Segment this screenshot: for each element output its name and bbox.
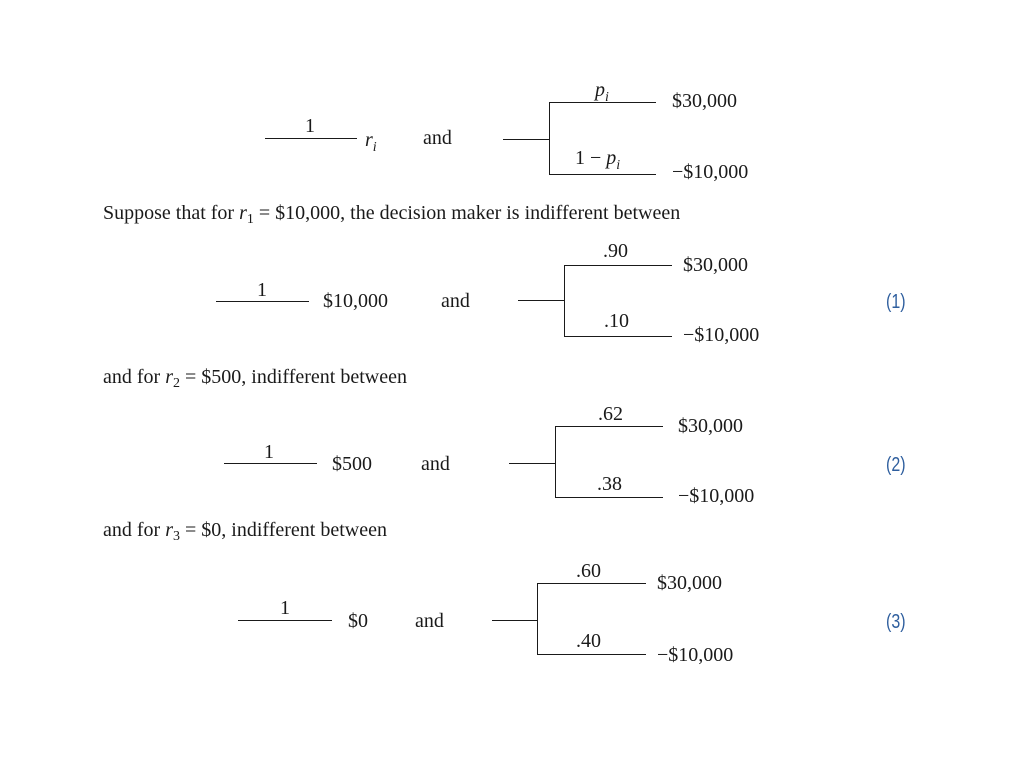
statement-r3: and for r3 = $0, indifferent between xyxy=(103,519,387,544)
lottery-stem-line xyxy=(509,463,556,464)
equation-number: (1) xyxy=(886,291,906,313)
certain-probability: 1 xyxy=(280,597,290,619)
certain-branch-line xyxy=(238,620,332,621)
win-probability: pi xyxy=(595,79,609,105)
win-outcome: $30,000 xyxy=(657,572,722,594)
statement-r2: and for r2 = $500, indifferent between xyxy=(103,366,407,391)
win-outcome: $30,000 xyxy=(672,90,737,112)
loss-probability: 1 − pi xyxy=(575,147,621,173)
loss-branch-line xyxy=(537,654,646,655)
certain-outcome: ri xyxy=(365,129,377,155)
loss-probability: .38 xyxy=(597,473,622,495)
certain-branch-line xyxy=(224,463,317,464)
lottery-stem-line xyxy=(492,620,538,621)
certain-probability: 1 xyxy=(257,279,267,301)
loss-outcome: −$10,000 xyxy=(683,324,760,346)
statement-r1: Suppose that for r1 = $10,000, the decis… xyxy=(103,202,681,227)
lottery-fork-line xyxy=(564,265,565,336)
certain-amount: $10,000 xyxy=(323,290,388,312)
certain-amount: $0 xyxy=(348,610,368,632)
and-label: and xyxy=(415,610,444,632)
win-outcome: $30,000 xyxy=(678,415,743,437)
certain-probability: 1 xyxy=(305,115,315,137)
equation-number: (3) xyxy=(886,611,906,633)
lottery-fork-line xyxy=(555,426,556,497)
lottery-stem-line xyxy=(503,139,550,140)
and-label: and xyxy=(421,453,450,475)
loss-outcome: −$10,000 xyxy=(678,485,755,507)
certain-amount: $500 xyxy=(332,453,372,475)
loss-probability: .40 xyxy=(576,630,601,652)
win-branch-line xyxy=(537,583,646,584)
loss-branch-line xyxy=(549,174,656,175)
win-branch-line xyxy=(549,102,656,103)
win-probability: .62 xyxy=(598,403,623,425)
loss-outcome: −$10,000 xyxy=(657,644,734,666)
equation-number: (2) xyxy=(886,454,906,476)
certain-branch-line xyxy=(216,301,309,302)
win-branch-line xyxy=(555,426,663,427)
loss-branch-line xyxy=(564,336,672,337)
certain-probability: 1 xyxy=(264,441,274,463)
loss-probability: .10 xyxy=(604,310,629,332)
loss-branch-line xyxy=(555,497,663,498)
and-label: and xyxy=(423,127,452,149)
certain-branch-line xyxy=(265,138,357,139)
win-branch-line xyxy=(564,265,672,266)
lottery-fork-line xyxy=(537,583,538,654)
loss-outcome: −$10,000 xyxy=(672,161,749,183)
win-probability: .90 xyxy=(603,240,628,262)
win-outcome: $30,000 xyxy=(683,254,748,276)
win-probability: .60 xyxy=(576,560,601,582)
lottery-fork-line xyxy=(549,102,550,174)
and-label: and xyxy=(441,290,470,312)
lottery-stem-line xyxy=(518,300,565,301)
